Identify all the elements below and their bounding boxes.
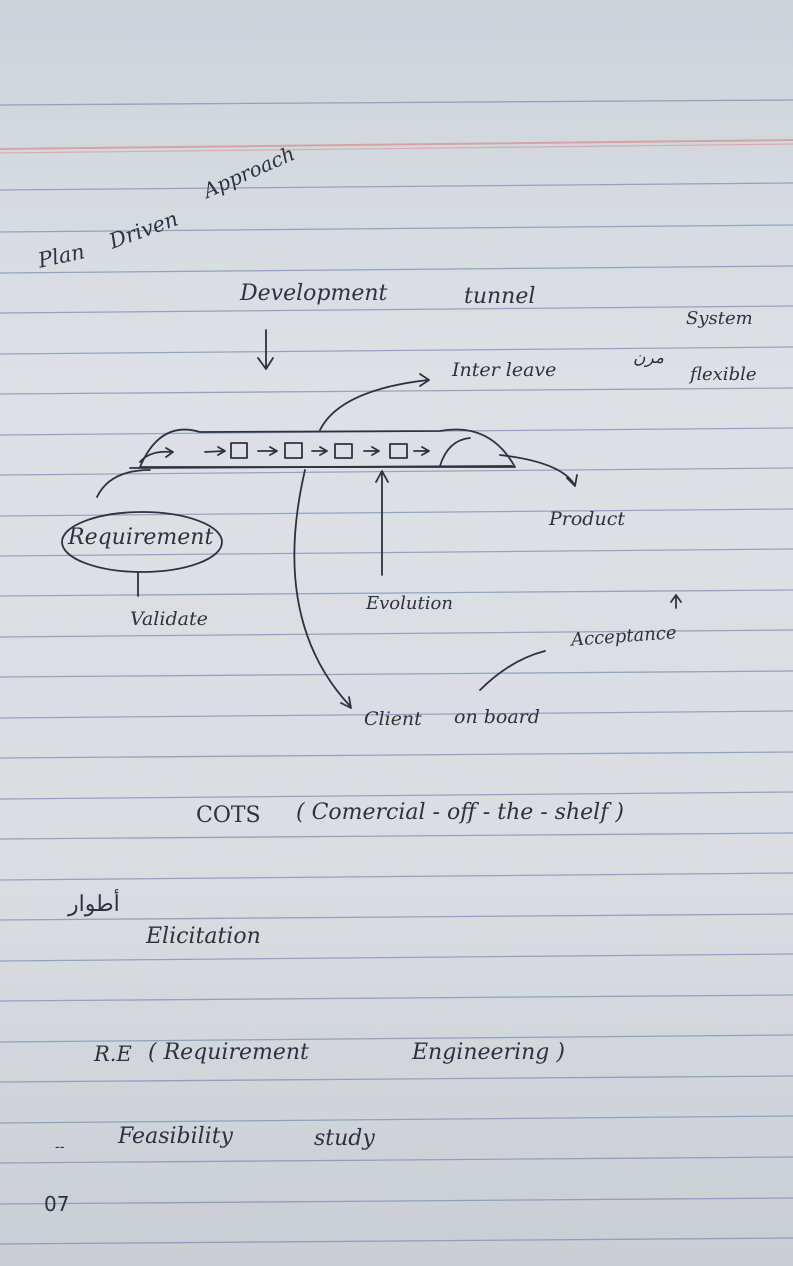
re-expansion-part2: Engineering ) [412, 1040, 565, 1065]
system-label: System [686, 308, 753, 329]
client-label: Client [364, 708, 422, 730]
cots-expansion: ( Comercial - off - the - shelf ) [296, 800, 624, 825]
elicitation-label: Elicitation [146, 924, 261, 949]
tunnel-label: tunnel [464, 284, 536, 309]
re-expansion-part1: ( Requirement [148, 1040, 309, 1065]
flexible-label: flexible [690, 364, 757, 385]
requirement-label: Requirement [68, 525, 214, 550]
validate-label: Validate [130, 608, 208, 630]
onboard-label: on board [454, 706, 540, 728]
re-label: R.E [94, 1042, 132, 1066]
top-margin-line [0, 139, 793, 150]
feasibility-label: Feasibility [118, 1124, 233, 1149]
product-label: Product [549, 508, 625, 530]
cots-label: COTS [196, 803, 261, 828]
product-arrow [499, 454, 578, 487]
requirement-ellipse [61, 511, 223, 573]
arabic-phases-note: أطوار [68, 892, 120, 917]
page-number: 07 [44, 1192, 70, 1216]
interleave-arrow [319, 373, 430, 431]
down-arrow-icon [257, 329, 274, 370]
arabic-flexible-note: مرن [633, 348, 664, 368]
client-arrow [293, 469, 352, 709]
tunnel-shape [139, 428, 516, 468]
bullet-marker: -- [55, 1139, 65, 1155]
development-label: Development [240, 281, 388, 306]
interleave-label: Inter leave [452, 359, 557, 381]
evolution-label: Evolution [366, 593, 453, 614]
study-label: study [314, 1126, 375, 1151]
evolution-arrow [375, 470, 389, 576]
